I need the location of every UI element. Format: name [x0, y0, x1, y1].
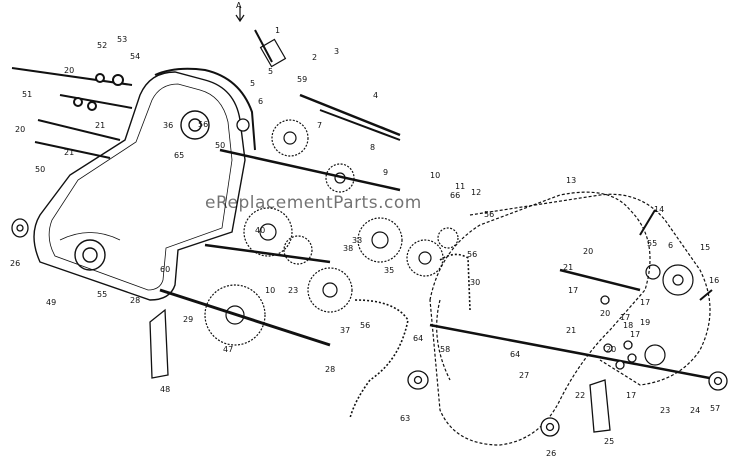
- callout-3: 3: [334, 47, 339, 56]
- callout-27: 27: [519, 371, 529, 380]
- callout-58: 58: [440, 345, 450, 354]
- callout-16: 16: [709, 276, 719, 285]
- callout-66: 66: [450, 191, 460, 200]
- callout-33: 33: [352, 236, 362, 245]
- callout-14: 14: [654, 205, 664, 214]
- arrow-letter: A: [236, 1, 242, 10]
- callout-50b: 50: [215, 141, 225, 150]
- callout-21c: 21: [563, 263, 573, 272]
- left-chain-case: [33, 67, 256, 301]
- callout-63: 63: [400, 414, 410, 423]
- callout-51: 51: [22, 90, 32, 99]
- callout-5b: 5: [268, 67, 273, 76]
- left-bolts: [11, 67, 133, 159]
- callout-21d: 21: [566, 326, 576, 335]
- callout-40: 40: [255, 226, 265, 235]
- watermark: eReplacementParts.com: [205, 193, 422, 213]
- callout-1: 1: [275, 26, 280, 35]
- callout-20c: 20: [583, 247, 593, 256]
- callout-28b: 28: [325, 365, 335, 374]
- right-shaft: [429, 264, 721, 382]
- part-callouts: 1 2 3 4 5 5 6 6 7 8 9 10 10 11 12 13 14 …: [10, 26, 720, 458]
- callout-21a: 21: [95, 121, 105, 130]
- chains: [349, 253, 471, 419]
- callout-4: 4: [373, 91, 378, 100]
- callout-17e: 17: [626, 391, 636, 400]
- callout-56c: 56: [360, 321, 370, 330]
- callout-54: 54: [130, 52, 140, 61]
- center-gears: [159, 29, 459, 347]
- callout-35: 35: [384, 266, 394, 275]
- callout-20b: 20: [15, 125, 25, 134]
- callout-56d: 56: [198, 120, 208, 129]
- callout-19: 19: [640, 318, 650, 327]
- callout-57: 57: [710, 404, 720, 413]
- callout-20e: 20: [606, 345, 616, 354]
- callout-5a: 5: [250, 79, 255, 88]
- callout-22: 22: [575, 391, 585, 400]
- callout-26b: 26: [546, 449, 556, 458]
- callout-11: 11: [455, 182, 465, 191]
- hardware: [11, 118, 728, 437]
- callout-23b: 23: [660, 406, 670, 415]
- callout-23a: 23: [288, 286, 298, 295]
- callout-10a: 10: [430, 171, 440, 180]
- callout-55a: 55: [97, 290, 107, 299]
- callout-7: 7: [317, 121, 322, 130]
- callout-64a: 64: [413, 334, 423, 343]
- callout-26a: 26: [10, 259, 20, 268]
- callout-10b: 10: [265, 286, 275, 295]
- callout-25: 25: [604, 437, 614, 446]
- callout-21b: 21: [64, 148, 74, 157]
- right-chain-case: [429, 191, 711, 446]
- callout-8: 8: [370, 143, 375, 152]
- callout-15: 15: [700, 243, 710, 252]
- callout-6a: 6: [258, 97, 263, 106]
- callout-24: 24: [690, 406, 700, 415]
- callout-64b: 64: [510, 350, 520, 359]
- callout-18: 18: [623, 321, 633, 330]
- callout-49: 49: [46, 298, 56, 307]
- callout-52: 52: [97, 41, 107, 50]
- callout-13: 13: [566, 176, 576, 185]
- callout-47: 47: [223, 345, 233, 354]
- callout-36: 36: [163, 121, 173, 130]
- callout-2: 2: [312, 53, 317, 62]
- callout-6b: 6: [668, 241, 673, 250]
- callout-29: 29: [183, 315, 193, 324]
- callout-17c: 17: [640, 298, 650, 307]
- callout-37: 37: [340, 326, 350, 335]
- callout-56a: 56: [484, 210, 494, 219]
- callout-60: 60: [160, 265, 170, 274]
- callout-48: 48: [160, 385, 170, 394]
- callout-55b: 55: [647, 239, 657, 248]
- callout-30: 30: [470, 278, 480, 287]
- callout-9: 9: [383, 168, 388, 177]
- callout-53: 53: [117, 35, 127, 44]
- view-arrow-marker: A: [235, 1, 245, 23]
- callout-50a: 50: [35, 165, 45, 174]
- callout-28a: 28: [130, 296, 140, 305]
- callout-65: 65: [174, 151, 184, 160]
- callout-56b: 56: [467, 250, 477, 259]
- brackets: [149, 209, 713, 433]
- callout-17d: 17: [630, 330, 640, 339]
- callout-20a: 20: [64, 66, 74, 75]
- callout-17a: 17: [568, 286, 578, 295]
- callout-17b: 17: [620, 313, 630, 322]
- callout-20d: 20: [600, 309, 610, 318]
- callout-59: 59: [297, 75, 307, 84]
- callout-12: 12: [471, 188, 481, 197]
- callout-38: 38: [343, 244, 353, 253]
